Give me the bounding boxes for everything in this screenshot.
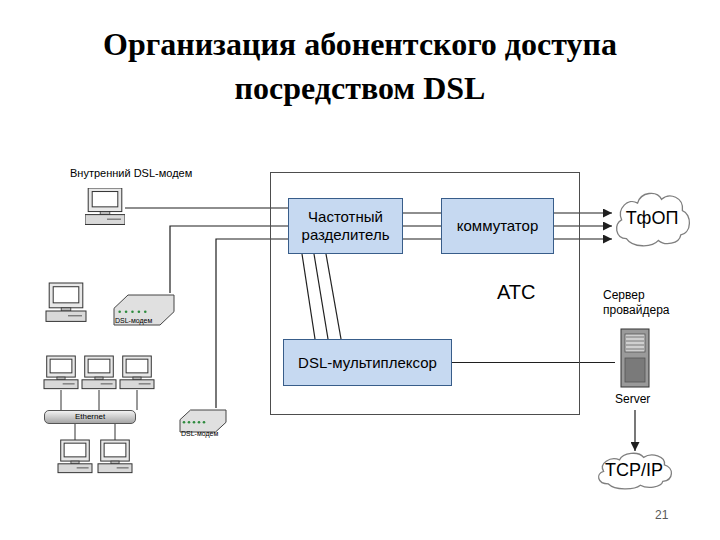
- drive-slot: [139, 383, 151, 384]
- screen: [88, 359, 110, 373]
- cloud-shape: [617, 193, 690, 245]
- screen: [104, 443, 126, 457]
- bay-slot: [626, 345, 644, 346]
- monitor: [47, 356, 76, 377]
- cloud-label: ТфОП: [626, 208, 679, 229]
- connector: [554, 238, 612, 239]
- cloud-node: ТфОП: [612, 190, 692, 246]
- monitor: [49, 283, 83, 308]
- screen: [53, 287, 79, 303]
- process-box: Частотный разделитель: [288, 198, 403, 254]
- slide-title: Организация абонентского доступа посредс…: [100, 22, 620, 110]
- led: [118, 310, 121, 313]
- server-bay: [625, 334, 645, 352]
- server-node: Сервер провайдераServer: [603, 288, 693, 410]
- connector: [452, 362, 615, 363]
- box-label: DSL-мультиплексор: [298, 354, 437, 372]
- lan-cable: [115, 424, 116, 440]
- connector: [634, 410, 635, 451]
- led: [144, 310, 147, 313]
- hub-label: Ethernet: [75, 412, 105, 422]
- server-icon: [617, 328, 653, 388]
- monitor: [88, 188, 122, 212]
- screen: [92, 192, 118, 207]
- lan-cable: [61, 390, 62, 410]
- process-box: коммутатор: [441, 198, 554, 254]
- box-label: коммутатор: [457, 217, 538, 235]
- system-unit: [120, 380, 154, 389]
- monitor: [101, 440, 130, 461]
- cloud-node: TCP/IP: [594, 451, 674, 489]
- drive-slot: [107, 219, 121, 220]
- box-label: Частотный разделитель: [293, 208, 398, 244]
- led: [125, 310, 128, 313]
- screen: [50, 359, 72, 373]
- device-caption: Внутренний DSL-модем: [70, 167, 192, 179]
- system-unit: [85, 215, 125, 225]
- server-name: Server: [615, 392, 650, 406]
- screen: [64, 443, 86, 457]
- server-caption: Сервер провайдера: [603, 288, 693, 318]
- connector: [403, 238, 441, 239]
- connector: [302, 254, 315, 339]
- connector: [554, 212, 612, 213]
- modem-node: DSL-модем: [112, 293, 176, 327]
- modem-body: [114, 295, 174, 325]
- computer-icon: [85, 188, 125, 226]
- drive-slot: [101, 383, 113, 384]
- screen: [126, 359, 148, 373]
- drive-slot: [63, 383, 75, 384]
- modem-body: [180, 410, 226, 432]
- monitor: [123, 356, 152, 377]
- system-unit: [44, 380, 78, 389]
- led: [131, 310, 134, 313]
- led: [203, 421, 206, 424]
- connector: [314, 254, 328, 339]
- led: [188, 421, 191, 424]
- drive-slot: [68, 315, 82, 316]
- device-label: DSL-модем: [115, 317, 152, 325]
- bay-slot: [626, 337, 644, 338]
- lan-cable: [75, 424, 76, 440]
- monitor: [61, 440, 90, 461]
- exchange-label: АТС: [497, 281, 535, 304]
- system-unit: [98, 464, 132, 473]
- connector: [326, 254, 341, 339]
- led: [183, 421, 186, 424]
- led: [198, 421, 201, 424]
- cloud-label: TCP/IP: [605, 460, 663, 481]
- page-number: 21: [655, 508, 668, 522]
- system-unit: [46, 311, 86, 321]
- lan-cable: [137, 390, 138, 410]
- connector: [554, 225, 612, 226]
- modem-node: DSL-модем: [178, 408, 228, 434]
- led: [193, 421, 196, 424]
- system-unit: [82, 380, 116, 389]
- drive-slot: [77, 467, 89, 468]
- connector: [125, 207, 288, 208]
- monitor: [85, 356, 114, 377]
- exchange-frame: АТС Частотный разделитель коммутаторDSL-му…: [270, 172, 580, 415]
- server-case: [621, 329, 649, 387]
- lan-cable: [99, 390, 100, 410]
- process-box: DSL-мультиплексор: [283, 339, 452, 386]
- drive-slot: [117, 467, 129, 468]
- pc-node: Внутренний DSL-модем: [85, 188, 125, 226]
- bay-slot: [626, 349, 644, 350]
- led: [138, 310, 141, 313]
- connector: [403, 225, 441, 226]
- cloud-shape: [599, 453, 672, 489]
- bay-slot: [626, 341, 644, 342]
- connector: [403, 212, 441, 213]
- hub-node: Ethernet: [44, 410, 136, 424]
- system-unit: [58, 464, 92, 473]
- connector: [216, 239, 288, 408]
- server-panel: [625, 358, 645, 382]
- device-label: DSL-модем: [181, 430, 218, 438]
